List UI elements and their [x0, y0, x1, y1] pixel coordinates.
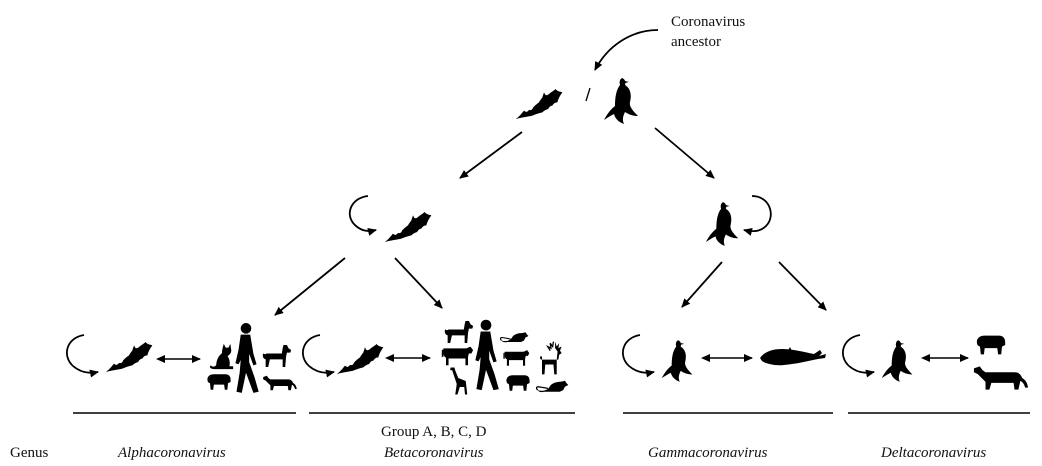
alpha-dog-icon — [262, 344, 292, 368]
delta-bird-icon — [881, 340, 913, 382]
bird-self-loop-arrow — [743, 195, 772, 236]
alpha-leopard-icon — [263, 375, 297, 391]
beta-self-loop-arrow — [302, 334, 335, 378]
beta-bat-icon — [336, 344, 384, 374]
ancestor-label: Coronavirus ancestor — [671, 12, 781, 52]
delta-leopard-icon — [973, 366, 1029, 390]
alpha-bat-icon — [105, 342, 153, 372]
beta-mouse-icon-1 — [500, 331, 530, 343]
beta-cattle-icon-2 — [503, 350, 530, 366]
ancestor-label-line-1: Coronavirus — [671, 14, 746, 30]
genus-gamma-label: Gammacoronavirus — [648, 445, 768, 461]
genus-alpha-label: Alphacoronavirus — [118, 445, 226, 461]
bat-to-beta-arrow — [394, 257, 443, 309]
alpha-self-loop-arrow — [66, 334, 99, 378]
beta-giraffe-icon — [450, 367, 468, 395]
alpha-cat-icon — [210, 343, 234, 370]
alpha-pig-icon — [207, 374, 231, 390]
mid-bird-icon — [705, 202, 739, 246]
ancestor-label-line-2: ancestor — [671, 34, 721, 50]
genus-beta-groups-label: Group A, B, C, D — [381, 424, 487, 440]
genus-row-label: Genus — [10, 445, 49, 461]
mid-bat-icon — [384, 212, 432, 242]
bird-to-gamma-arrow — [681, 261, 723, 308]
beta-human-icon — [475, 319, 499, 391]
gamma-whale-icon — [760, 347, 826, 366]
beta-mouse-icon-2 — [536, 380, 569, 393]
root-tick — [585, 87, 591, 102]
bat-self-loop-arrow — [348, 195, 377, 236]
genus-beta-label: Betacoronavirus — [384, 445, 484, 461]
delta-pig-icon — [976, 335, 1006, 355]
bird-to-delta-arrow — [778, 261, 827, 311]
alpha-human-icon — [235, 323, 259, 393]
root-bird-icon — [604, 78, 638, 124]
bat-to-alpha-arrow — [274, 257, 346, 316]
gamma-bird-icon — [661, 340, 693, 382]
beta-pig-icon — [506, 375, 530, 391]
delta-self-loop-arrow — [842, 334, 875, 378]
ancestor-pointer-arrow — [594, 29, 659, 71]
root-to-bird-branch-arrow — [654, 127, 715, 179]
gamma-self-loop-arrow — [622, 334, 655, 378]
beta-cattle-icon — [441, 346, 474, 366]
beta-deer-icon — [539, 340, 563, 376]
beta-dog-icon — [444, 320, 474, 344]
genus-delta-label: Deltacoronavirus — [881, 445, 987, 461]
root-to-bat-branch-arrow — [459, 131, 523, 179]
root-bat-icon — [515, 89, 563, 119]
